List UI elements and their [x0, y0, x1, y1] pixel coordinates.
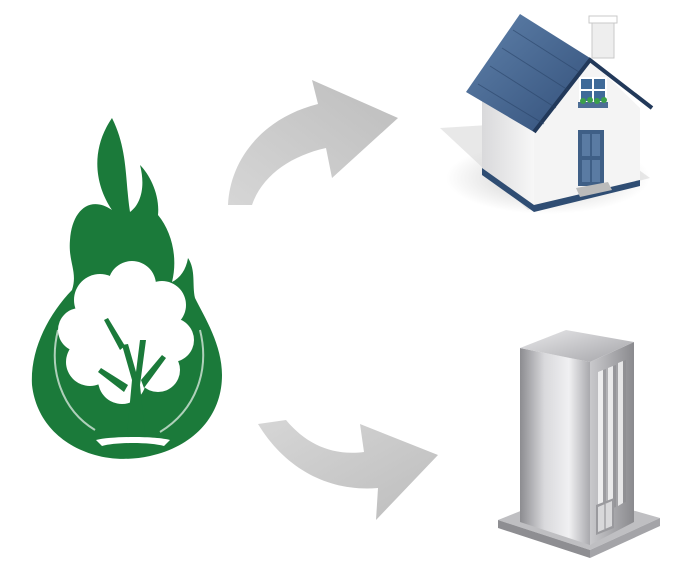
curved-arrow-down-right-icon: [258, 420, 438, 520]
flame-swirl: [53, 329, 96, 431]
green-flame-tree-icon: [31, 118, 222, 459]
tree-base: [96, 437, 170, 446]
flame-swirl: [159, 329, 205, 433]
curved-arrow-up-right-icon: [228, 80, 398, 205]
office-building-icon: [498, 330, 660, 558]
house-icon: [440, 14, 654, 214]
tree-trunk: [98, 318, 166, 445]
